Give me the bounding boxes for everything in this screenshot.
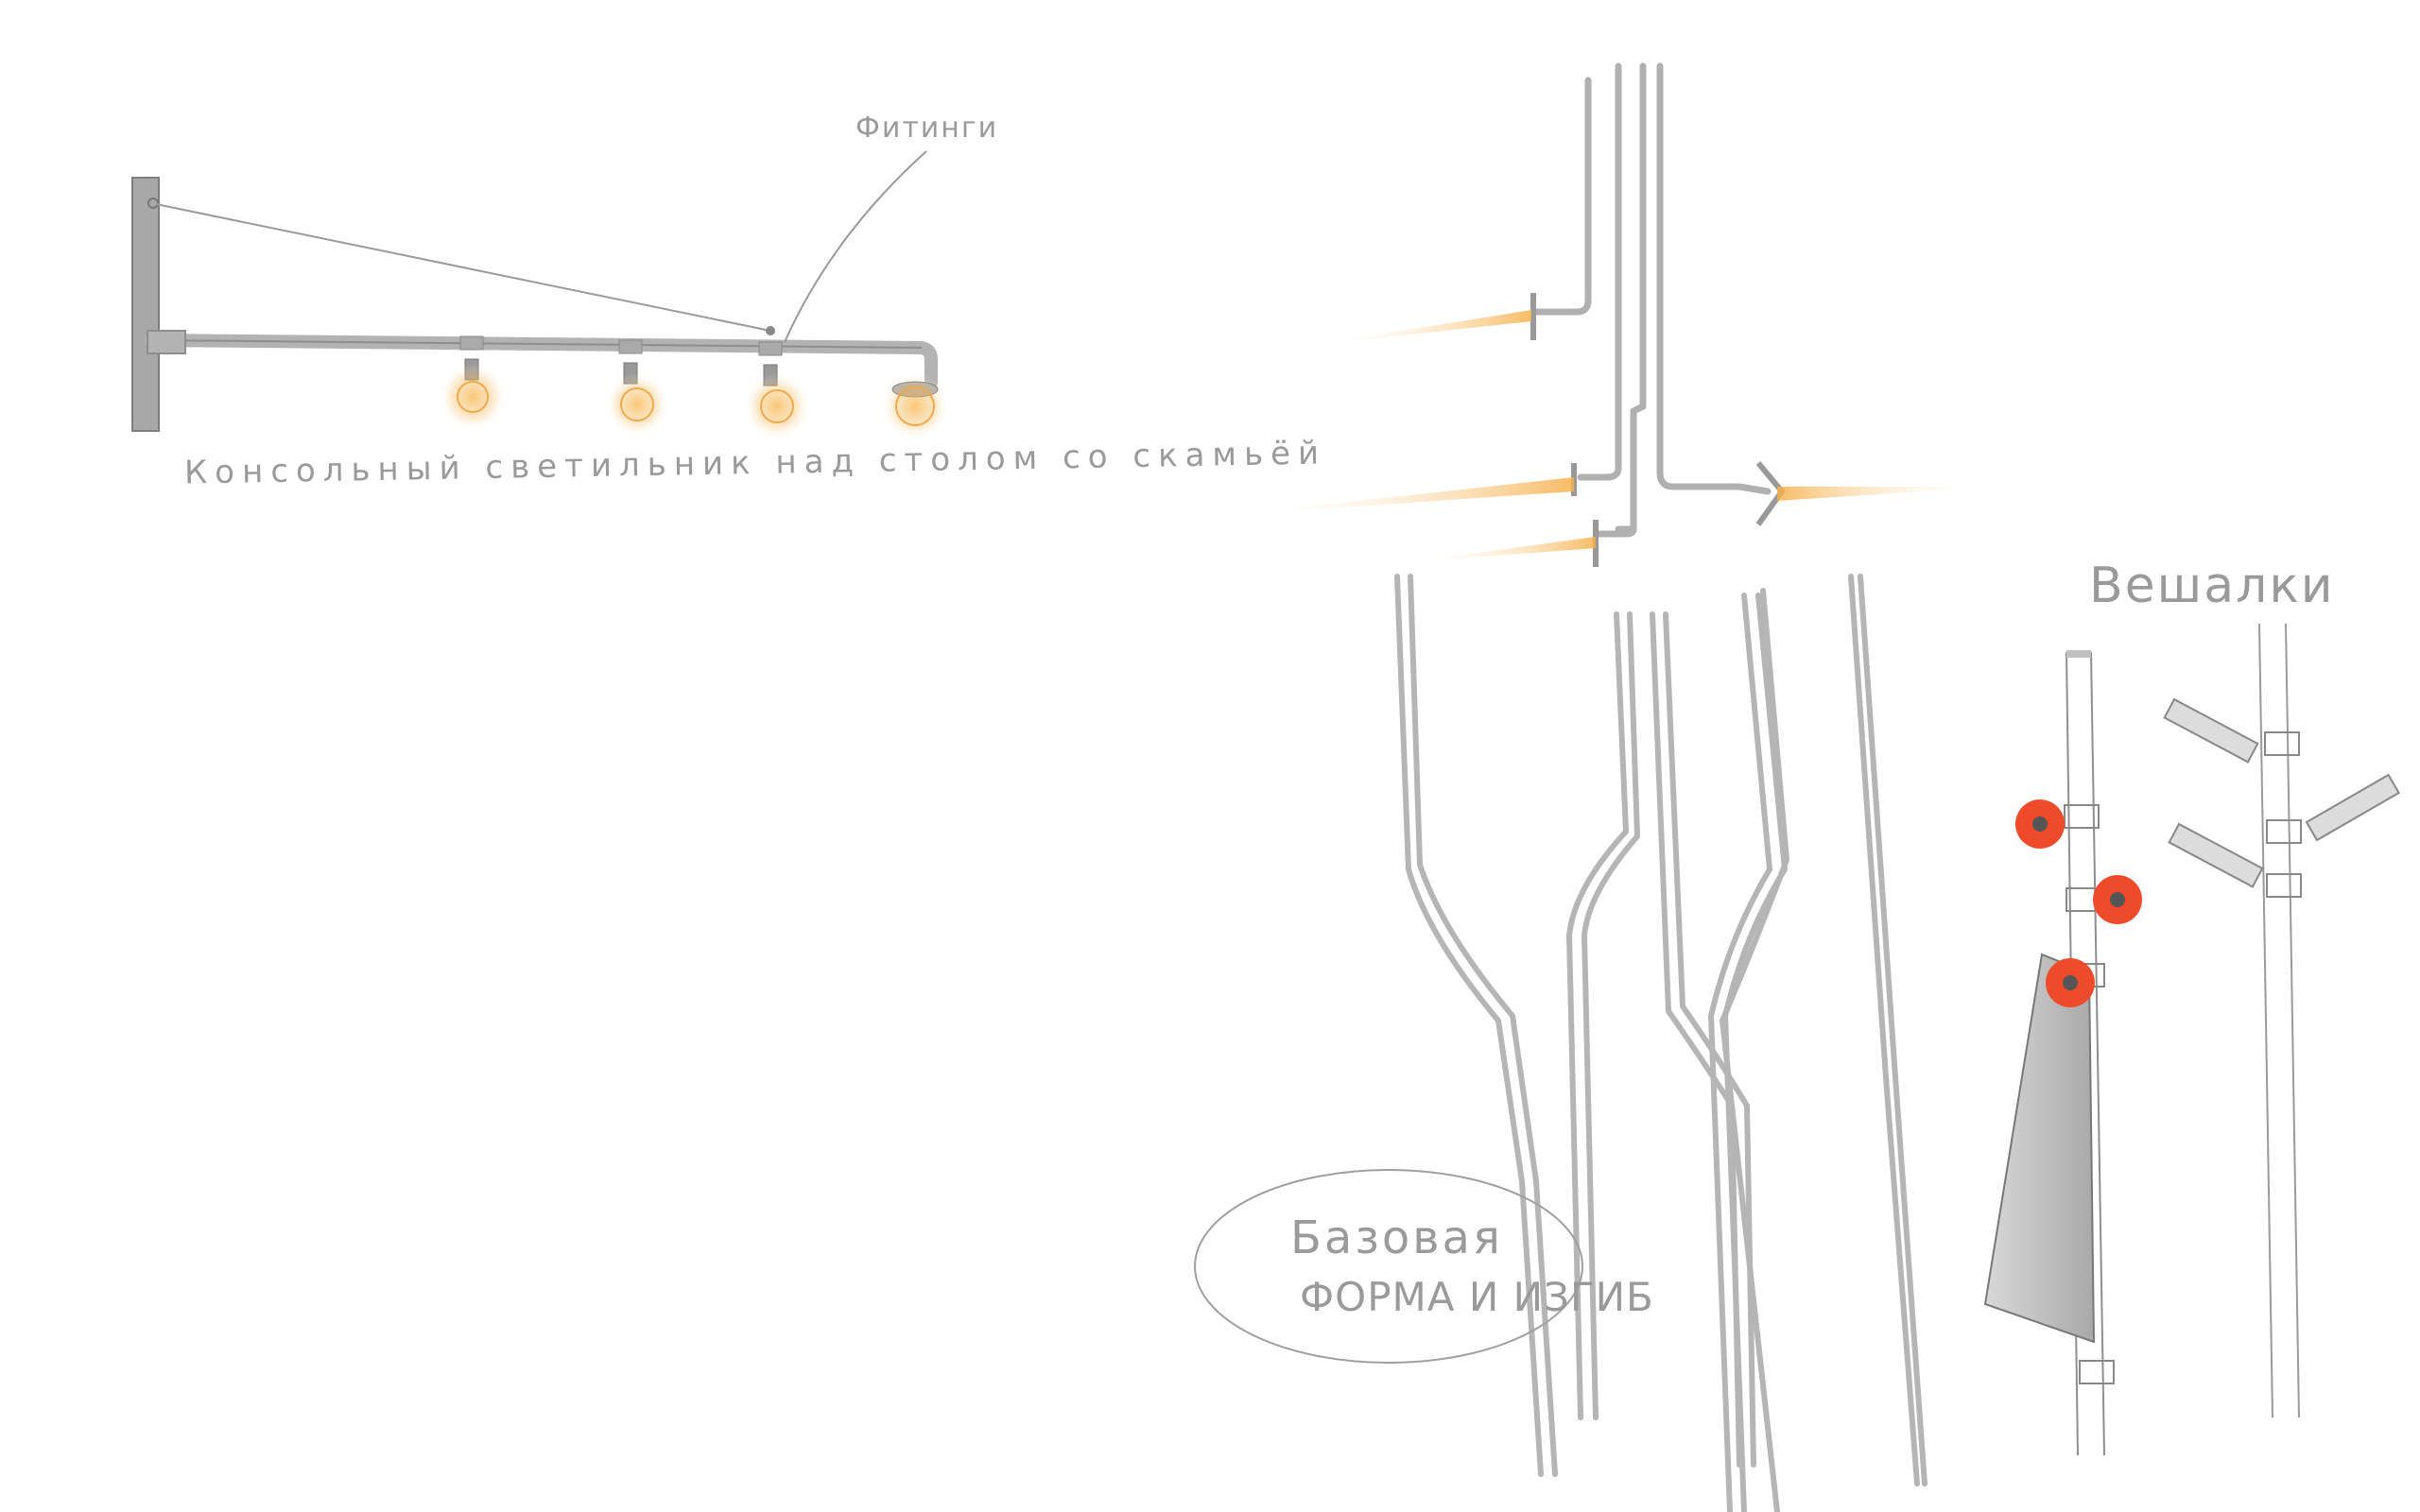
hanger-pole-right: [2163, 623, 2400, 1418]
fittings-label: Фитинги: [856, 112, 999, 145]
red-knob: [2015, 799, 2065, 849]
base-form-label-line2: ФОРМА И ИЗГИБ: [1300, 1274, 1654, 1320]
branching-pipe-lamp-details: [1229, 293, 1995, 567]
pipe-bending-study: [1394, 574, 1927, 1512]
light-beam: [1229, 477, 1574, 515]
tension-cable: [155, 203, 771, 332]
base-form-label-line1: Базовая: [1290, 1211, 1503, 1264]
wall-post: [131, 177, 160, 432]
fittings-leader-line: [784, 150, 927, 343]
lamp-arm: [145, 334, 938, 389]
fitting-marker: [766, 326, 775, 335]
tool-hook: [2163, 697, 2259, 764]
branching-pipe-lamp-sketch: [1532, 62, 1772, 538]
console-lamp-sketch: [131, 150, 949, 440]
lamp-bulb: [439, 335, 507, 431]
tool-hook: [2305, 773, 2400, 842]
cable-anchor: [147, 198, 159, 209]
lamp-bulb: [605, 339, 669, 437]
hanging-cloth: [1983, 953, 2096, 1344]
red-knob: [2093, 875, 2142, 924]
lamp-bulb: [881, 372, 949, 440]
lamp-bulb: [743, 341, 811, 440]
base-form-bubble: [1194, 1169, 1583, 1364]
light-beam: [1314, 310, 1531, 345]
hanger-pole-left: [1983, 650, 2142, 1456]
red-knob: [2046, 958, 2095, 1007]
hangers-label: Вешалки: [2089, 558, 2335, 614]
light-beam: [1777, 487, 1995, 501]
tool-hook: [2168, 822, 2264, 888]
light-beam: [1409, 537, 1596, 562]
